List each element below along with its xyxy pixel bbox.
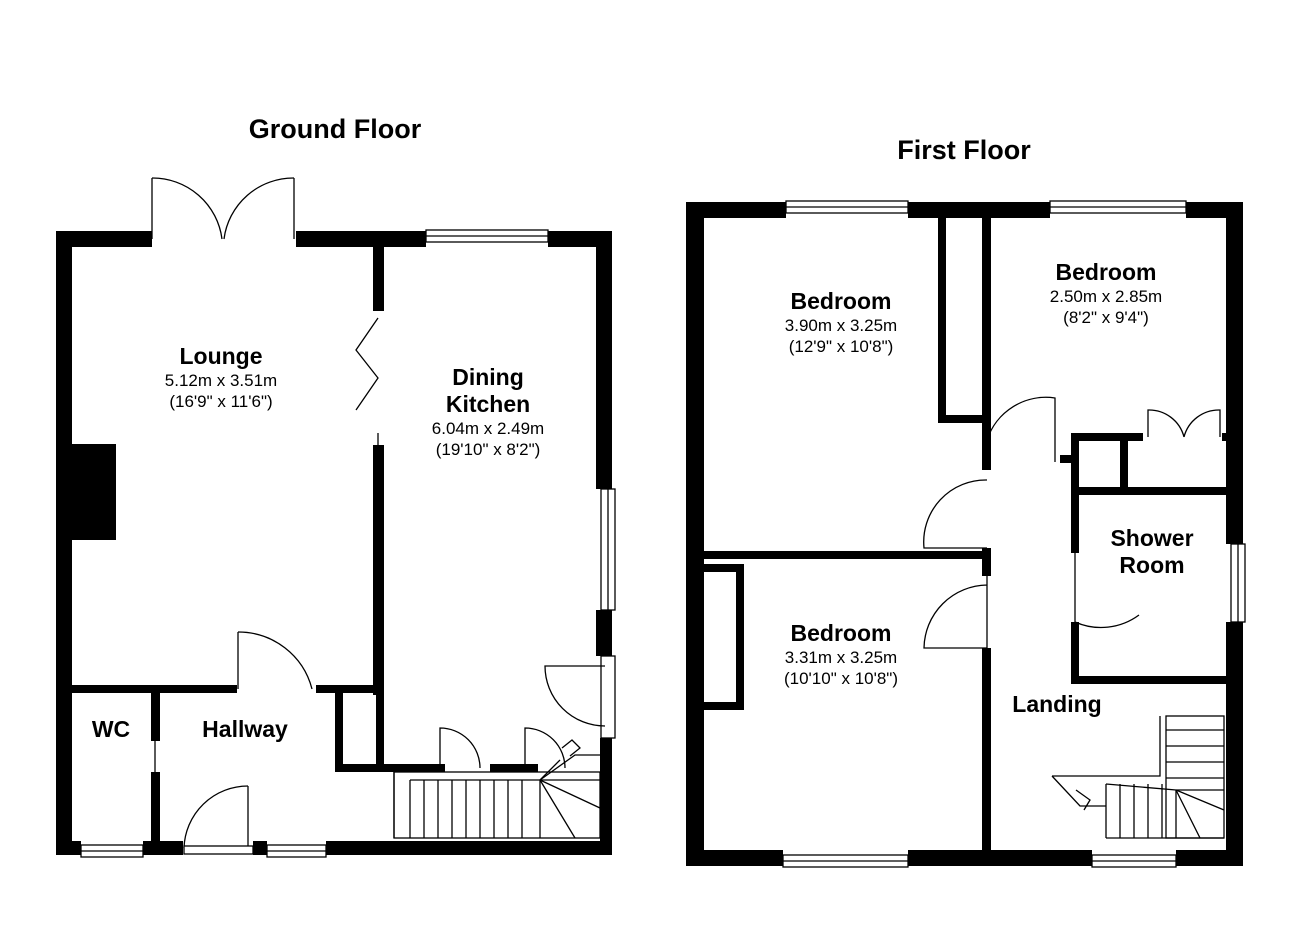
- dining-kitchen-name-2: Kitchen: [446, 391, 530, 417]
- shower-room-name-1: Shower: [1110, 525, 1193, 551]
- shower-room-label: Shower Room: [1110, 525, 1193, 578]
- ground-floor-walls: [56, 231, 612, 855]
- ground-floor-doors: [151, 177, 606, 855]
- bedroom-2-size-m: 2.50m x 2.85m: [1050, 287, 1162, 306]
- first-floor-stairs: [1051, 715, 1225, 839]
- bedroom-3-label: Bedroom 3.31m x 3.25m (10'10" x 10'8"): [784, 620, 898, 688]
- bedroom-3-size-m: 3.31m x 3.25m: [785, 648, 897, 667]
- first-floor: First Floor: [686, 135, 1246, 868]
- dining-kitchen-label: Dining Kitchen 6.04m x 2.49m (19'10" x 8…: [432, 364, 544, 459]
- bedroom-1-name: Bedroom: [791, 288, 892, 314]
- lounge-size-ft: (16'9" x 11'6"): [169, 392, 272, 411]
- lounge-label: Lounge 5.12m x 3.51m (16'9" x 11'6"): [165, 343, 277, 411]
- hallway-name: Hallway: [202, 716, 288, 742]
- lounge-name: Lounge: [179, 343, 262, 369]
- first-floor-title: First Floor: [897, 135, 1031, 165]
- shower-room-name-2: Room: [1119, 552, 1184, 578]
- ground-floor-title: Ground Floor: [249, 114, 422, 144]
- dining-kitchen-size-m: 6.04m x 2.49m: [432, 419, 544, 438]
- bedroom-1-size-m: 3.90m x 3.25m: [785, 316, 897, 335]
- bedroom-3-size-ft: (10'10" x 10'8"): [784, 669, 898, 688]
- dining-kitchen-size-ft: (19'10" x 8'2"): [436, 440, 541, 459]
- bedroom-2-size-ft: (8'2" x 9'4"): [1063, 308, 1149, 327]
- ground-floor-windows: [80, 229, 616, 858]
- bedroom-3-name: Bedroom: [791, 620, 892, 646]
- ground-floor: Ground Floor: [56, 114, 616, 858]
- dining-kitchen-name-1: Dining: [452, 364, 524, 390]
- first-floor-doors: [923, 396, 1221, 649]
- landing-name: Landing: [1012, 691, 1101, 717]
- bedroom-1-label: Bedroom 3.90m x 3.25m (12'9" x 10'8"): [785, 288, 897, 356]
- wc-name: WC: [92, 716, 130, 742]
- ground-floor-stairs: [393, 739, 601, 839]
- first-floor-windows: [782, 200, 1246, 868]
- bedroom-2-label: Bedroom 2.50m x 2.85m (8'2" x 9'4"): [1050, 259, 1162, 327]
- lounge-size-m: 5.12m x 3.51m: [165, 371, 277, 390]
- first-floor-walls: [686, 202, 1243, 866]
- bedroom-2-name: Bedroom: [1056, 259, 1157, 285]
- bedroom-1-size-ft: (12'9" x 10'8"): [789, 337, 894, 356]
